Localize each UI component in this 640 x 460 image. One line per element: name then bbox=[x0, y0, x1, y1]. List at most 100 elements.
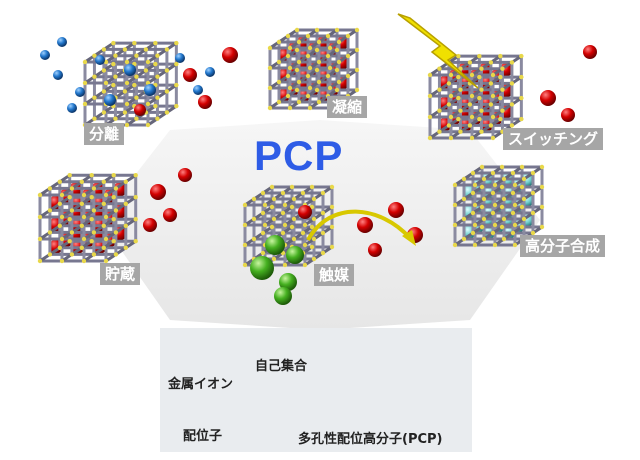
metal-node bbox=[492, 242, 498, 248]
framework-rod bbox=[105, 41, 136, 64]
metal-node bbox=[354, 27, 360, 33]
metal-node bbox=[174, 103, 179, 109]
metal-node bbox=[89, 239, 94, 244]
metal-node bbox=[145, 101, 151, 107]
metal-node bbox=[327, 45, 333, 51]
guest-molecule bbox=[104, 94, 116, 106]
framework-rod bbox=[269, 28, 298, 50]
metal-node bbox=[132, 82, 137, 88]
framework-rod bbox=[329, 68, 358, 90]
metal-node bbox=[479, 129, 484, 134]
framework-rod bbox=[494, 165, 523, 187]
metal-node bbox=[327, 85, 333, 91]
metal-node bbox=[59, 258, 65, 264]
metal-node bbox=[530, 210, 536, 216]
metal-node bbox=[285, 53, 291, 59]
metal-node bbox=[57, 201, 62, 206]
guest-molecule bbox=[368, 243, 382, 257]
metal-node bbox=[280, 210, 286, 216]
metal-node bbox=[479, 66, 484, 71]
metal-node bbox=[329, 204, 335, 210]
metal-node bbox=[530, 230, 536, 236]
metal-node bbox=[309, 224, 315, 230]
framework-rod bbox=[83, 239, 115, 263]
metal-node bbox=[492, 202, 498, 208]
metal-node bbox=[490, 170, 496, 176]
metal-node bbox=[47, 186, 53, 191]
metal-node bbox=[305, 33, 311, 39]
framework-rod bbox=[494, 205, 523, 227]
metal-node bbox=[113, 74, 118, 79]
metal-node bbox=[92, 95, 97, 100]
guest-molecule bbox=[124, 64, 136, 76]
metal-node bbox=[479, 108, 484, 113]
framework-rod bbox=[329, 48, 358, 70]
framework-rod bbox=[309, 48, 338, 70]
metal-node bbox=[174, 40, 179, 46]
framework-rod bbox=[61, 239, 93, 263]
metal-node bbox=[509, 102, 515, 107]
label-switching: スイッチング bbox=[503, 128, 604, 150]
metal-node bbox=[101, 223, 107, 228]
metal-node bbox=[334, 47, 340, 53]
guest-molecule bbox=[561, 108, 575, 122]
metal-node bbox=[461, 236, 467, 242]
metal-node bbox=[477, 53, 482, 59]
framework-rod bbox=[105, 104, 136, 127]
metal-node bbox=[510, 230, 516, 236]
metal-node bbox=[294, 87, 300, 93]
metal-node bbox=[519, 224, 525, 230]
metal-node bbox=[316, 39, 322, 45]
cube-catalysis bbox=[242, 184, 423, 305]
metal-node bbox=[145, 122, 151, 128]
metal-node bbox=[311, 256, 317, 262]
metal-node bbox=[446, 81, 452, 86]
self-assembly-label: 自己集合 bbox=[255, 359, 308, 374]
metal-node bbox=[282, 202, 288, 208]
metal-node bbox=[291, 236, 297, 242]
metal-node bbox=[67, 239, 72, 244]
metal-node bbox=[155, 74, 160, 79]
framework-rod bbox=[105, 173, 137, 197]
metal-node bbox=[79, 179, 85, 184]
metal-node bbox=[37, 214, 43, 220]
guest-molecule bbox=[205, 67, 215, 77]
metal-node bbox=[452, 202, 458, 208]
metal-node bbox=[427, 114, 433, 120]
metal-node bbox=[302, 262, 308, 268]
metal-node bbox=[490, 114, 496, 120]
framework-rod bbox=[450, 117, 481, 140]
metal-node bbox=[57, 179, 62, 184]
cube-storage bbox=[37, 168, 192, 264]
framework-rod bbox=[126, 41, 157, 64]
guest-molecule bbox=[279, 273, 297, 291]
metal-node bbox=[501, 196, 507, 202]
metal-node bbox=[134, 95, 139, 100]
metal-node bbox=[133, 217, 138, 222]
metal-node bbox=[37, 236, 43, 242]
metal-node bbox=[458, 129, 463, 134]
metal-node bbox=[269, 204, 275, 210]
framework-rod bbox=[126, 62, 157, 85]
pcp-title: PCP bbox=[254, 132, 344, 179]
metal-node bbox=[472, 202, 478, 208]
metal-node bbox=[488, 123, 494, 128]
metal-node bbox=[427, 72, 433, 78]
metal-node bbox=[501, 236, 507, 242]
metal-node bbox=[437, 87, 442, 92]
metal-node bbox=[481, 216, 487, 222]
metal-node bbox=[509, 60, 515, 65]
metal-node bbox=[267, 85, 273, 91]
framework-rod bbox=[84, 41, 115, 64]
framework-rod bbox=[105, 239, 137, 263]
metal-node bbox=[123, 245, 128, 250]
metal-node bbox=[57, 223, 62, 228]
framework-rod bbox=[514, 205, 543, 227]
guest-molecule bbox=[144, 84, 156, 96]
metal-node bbox=[111, 173, 116, 178]
metal-node bbox=[336, 59, 342, 65]
framework-rod bbox=[105, 217, 137, 241]
metal-node bbox=[427, 135, 433, 141]
framework-rod bbox=[84, 83, 115, 106]
metal-node bbox=[276, 79, 282, 85]
